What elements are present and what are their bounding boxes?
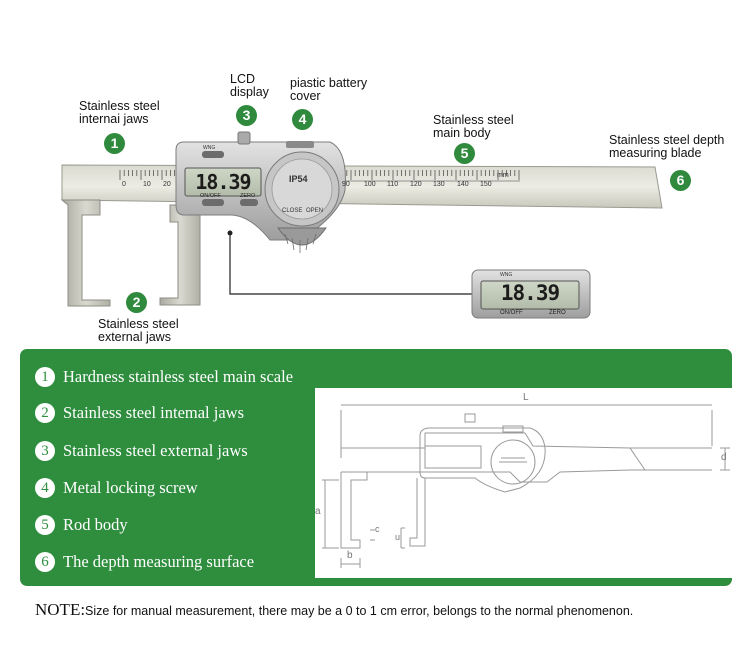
feature-text: Rod body [63, 515, 128, 534]
zoom-zero-label: ZERO [549, 310, 566, 316]
feature-number: 6 [35, 552, 55, 572]
zoom-top-mark: WNG [500, 272, 513, 278]
feature-text: Metal locking screw [63, 478, 198, 497]
scale-number: 110 [387, 181, 399, 188]
scale-number: 150 [480, 181, 492, 188]
zoom-reading: 18.39 [500, 281, 560, 305]
top-mark-label: WNG [203, 145, 216, 151]
scale-number: 100 [364, 181, 376, 188]
fixed-jaw [60, 199, 111, 307]
feature-item: 4 Metal locking screw [35, 476, 198, 500]
feature-text: Stainless steel intemal jaws [63, 403, 245, 422]
feature-item: 6 The depth measuring surface [35, 550, 254, 574]
caliper-outline-drawing [322, 404, 730, 568]
caliper-photo [60, 131, 663, 319]
onoff-button-label: ON/OFF [200, 193, 221, 199]
ip-rating: IP54 [289, 174, 308, 184]
note-text: Size for manual measurement, there may b… [85, 604, 634, 618]
feature-text: Hardness stainless steel main scale [63, 367, 294, 386]
zero-button-label: ZERO [240, 193, 256, 199]
feature-number: 4 [35, 478, 55, 498]
note-line: NOTE:Size for manual measurement, there … [35, 600, 633, 620]
zoom-lcd [480, 280, 580, 310]
scale-number: 10 [143, 181, 151, 188]
callout-6-badge: 6 [670, 170, 691, 191]
feature-item: 3 Stainless steel external jaws [35, 439, 248, 463]
dim-L-label: L [523, 392, 529, 403]
dim-b-label: b [347, 550, 353, 561]
feature-text: Stainless steel external jaws [63, 441, 248, 460]
dial-close-label: CLOSE [282, 208, 303, 214]
feature-number: 5 [35, 515, 55, 535]
dim-c-label: c [375, 524, 380, 534]
feature-item: 2 Stainless steel intemal jaws [35, 401, 244, 425]
scale-unit: mm [497, 172, 509, 179]
feature-number: 3 [35, 441, 55, 461]
technical-drawing: L d a b c u [315, 388, 735, 578]
main-beam [61, 164, 663, 209]
dim-d-label: d [721, 452, 727, 463]
callout-5-badge: 5 [454, 143, 475, 164]
zoom-onoff-label: ON/OFF [500, 310, 523, 316]
lcd-reading: 18.39 [195, 170, 251, 194]
lcd-display [184, 167, 262, 197]
scale-number: 90 [342, 181, 350, 188]
note-prefix: NOTE: [35, 600, 86, 619]
dial-open-label: OPEN [306, 208, 324, 214]
knurled-wheel [277, 227, 327, 246]
main-scale-ticks [119, 170, 520, 180]
scale-number: 0 [122, 181, 126, 188]
feature-number: 2 [35, 403, 55, 423]
callout-4-badge: 4 [292, 109, 313, 130]
scale-number: 130 [433, 181, 445, 188]
feature-item: 5 Rod body [35, 513, 128, 537]
feature-text: The depth measuring surface [63, 552, 255, 571]
scale-number: 120 [410, 181, 422, 188]
dim-u-label: u [395, 532, 401, 542]
dim-a-label: a [315, 506, 321, 517]
feature-number: 1 [35, 367, 55, 387]
scale-number: 20 [163, 181, 171, 188]
battery-cover-tab [286, 141, 314, 148]
connector-line [229, 235, 472, 295]
locking-screw [237, 131, 251, 145]
callout-1-badge: 1 [104, 133, 125, 154]
callout-2-badge: 2 [126, 292, 147, 313]
scale-number: 140 [457, 181, 469, 188]
feature-item: 1 Hardness stainless steel main scale [35, 365, 293, 389]
callout-3-badge: 3 [236, 105, 257, 126]
sliding-jaw [159, 204, 201, 306]
